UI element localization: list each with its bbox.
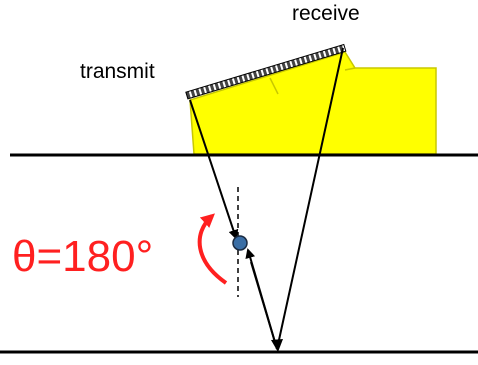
transmit-label: transmit	[80, 60, 155, 83]
scatterer-dot	[232, 235, 248, 251]
backscatter-ray-arrow	[245, 248, 278, 350]
probe-wedge-body	[189, 51, 437, 155]
receive-ray	[276, 47, 344, 350]
wedge-step	[344, 67, 356, 71]
array-probe	[185, 43, 347, 100]
angle-arrow-icon	[197, 213, 228, 285]
incident-ray-arrow	[189, 99, 239, 240]
angle-label: θ=180°	[12, 232, 154, 281]
wedge-seam	[269, 77, 279, 95]
bottom-reflection-arrowhead	[271, 339, 283, 352]
receive-label: receive	[292, 2, 360, 25]
